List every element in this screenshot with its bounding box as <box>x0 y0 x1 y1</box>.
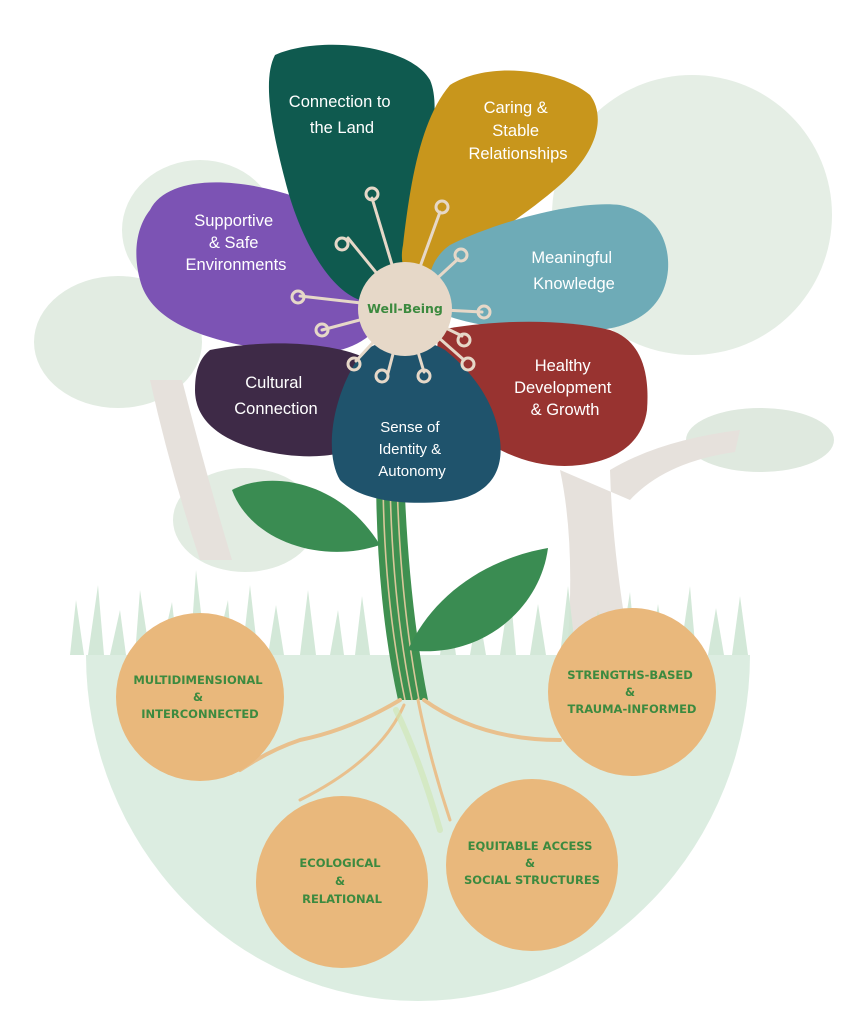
leaf-right <box>408 548 548 652</box>
petal-connection-to-land <box>268 44 435 301</box>
petals <box>136 44 669 503</box>
roots <box>238 698 562 833</box>
root-node-equitable-access: EQUITABLE ACCESS & SOCIAL STRUCTURES <box>446 779 618 951</box>
petal-identity-autonomy <box>331 339 501 503</box>
tree-canopy-right-low <box>686 408 834 472</box>
petal-label-supportive-environments: Supportive & Safe Environments <box>186 212 287 274</box>
petal-label-healthy-development: Healthy Development & Growth <box>514 357 616 419</box>
root-center <box>416 698 452 822</box>
plant-stem <box>232 470 548 701</box>
tree-trunk-left <box>150 380 232 560</box>
root-node-ecological: ECOLOGICAL & RELATIONAL <box>256 796 428 968</box>
petal-label-caring-relationships: Caring & Stable Relationships <box>468 99 567 163</box>
tree-trunk-right <box>560 430 740 640</box>
well-being-center <box>358 262 452 356</box>
leaf-left <box>232 480 380 552</box>
stem-highlight <box>382 479 420 701</box>
root-glow <box>393 707 443 833</box>
root-label-equitable-access: EQUITABLE ACCESS & SOCIAL STRUCTURES <box>464 839 600 887</box>
root-node-multidimensional: MULTIDIMENSIONAL & INTERCONNECTED <box>116 613 284 781</box>
root-label-strengths-based: STRENGTHS-BASED & TRAUMA-INFORMED <box>567 668 697 716</box>
petal-label-meaningful-knowledge: Meaningful Knowledge <box>531 249 616 293</box>
root-left <box>238 698 402 772</box>
root-label-multidimensional: MULTIDIMENSIONAL & INTERCONNECTED <box>133 673 266 721</box>
petal-label-connection-to-land: Connection to the Land <box>289 93 395 137</box>
root-right <box>422 698 562 742</box>
petal-labels: Connection to the Land Caring & Stable R… <box>186 93 616 480</box>
well-being-label: Well-Being <box>367 301 443 316</box>
petal-label-cultural-connection: Cultural Connection <box>234 374 317 418</box>
petal-caring-relationships <box>401 70 598 279</box>
petal-meaningful-knowledge <box>428 204 669 332</box>
root-node-strengths-based: STRENGTHS-BASED & TRAUMA-INFORMED <box>548 608 716 776</box>
petal-label-identity-autonomy: Sense of Identity & Autonomy <box>378 419 446 480</box>
root-label-ecological: ECOLOGICAL & RELATIONAL <box>299 856 384 906</box>
root-principles: MULTIDIMENSIONAL & INTERCONNECTED STRENG… <box>116 608 716 968</box>
